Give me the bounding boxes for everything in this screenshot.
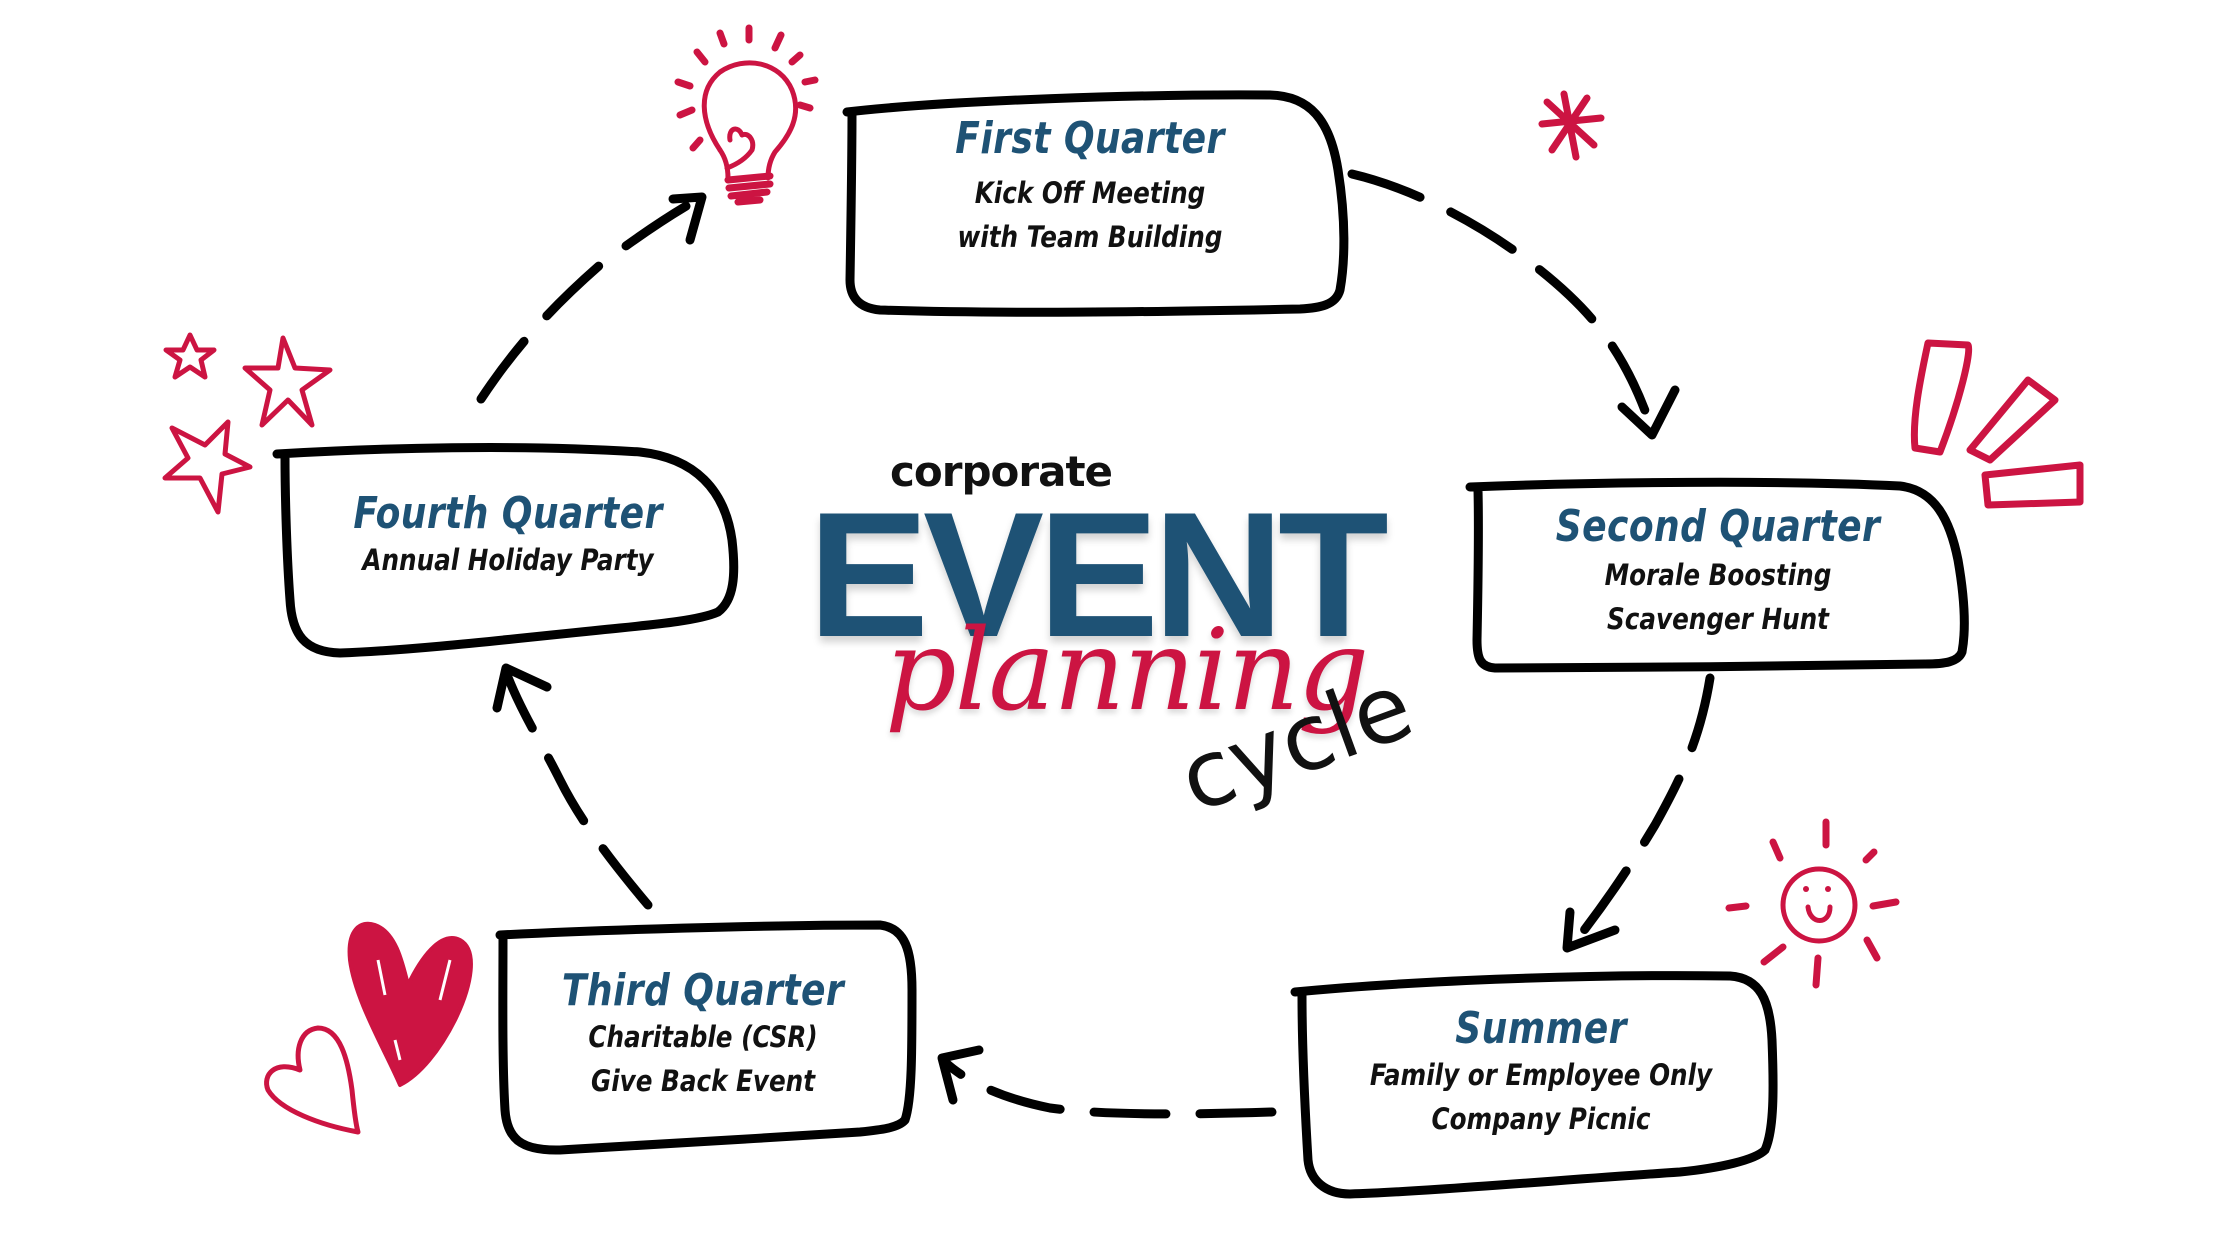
lightbulb-icon: [674, 24, 819, 206]
stage-q1: First Quarter Kick Off Meeting with Team…: [926, 113, 1255, 259]
asterisk-icon: [1538, 90, 1605, 161]
title-event: EVENT: [808, 475, 1389, 674]
title-planning: planning: [885, 606, 1369, 736]
emphasis-marks-icon: [1910, 339, 2084, 509]
arrow-q2-to-summer: [1567, 673, 1715, 951]
arrow-q4-to-q1: [476, 193, 705, 404]
stage-q3-line2: Give Back Event: [590, 1064, 816, 1099]
stage-q2-line2: Scavenger Hunt: [1607, 602, 1829, 637]
stage-q1-title: First Quarter: [955, 113, 1225, 164]
box-q2-outline: [1465, 477, 1969, 673]
arrowhead-summer-to-q3: [937, 1045, 984, 1105]
arrowhead-q2-to-summer: [1562, 907, 1620, 953]
stage-q4-title: Fourth Quarter: [353, 488, 663, 539]
stage-q4: Fourth Quarter Annual Holiday Party: [319, 488, 696, 582]
title-corporate: corporate: [890, 447, 1113, 496]
arrow-q1-to-q2: [1347, 169, 1657, 435]
arrowhead-q1-to-q2: [1617, 385, 1680, 440]
stars-icon: [162, 332, 333, 515]
stage-q1-line2: with Team Building: [957, 220, 1223, 255]
stage-q3: Third Quarter Charitable (CSR) Give Back…: [531, 965, 875, 1103]
stage-summer-line1: Family or Employee Only: [1369, 1058, 1713, 1093]
stage-q3-title: Third Quarter: [561, 965, 845, 1016]
box-q3-outline: [495, 920, 917, 1155]
stage-q3-line1: Charitable (CSR): [588, 1020, 818, 1055]
stage-q1-line1: Kick Off Meeting: [974, 176, 1206, 211]
stage-q2-line1: Morale Boosting: [1604, 558, 1832, 593]
sun-icon: [1725, 818, 1900, 989]
stage-summer-title: Summer: [1455, 1003, 1627, 1054]
heart-icon: [264, 921, 473, 1135]
box-q1-outline: [842, 90, 1349, 317]
box-summer-outline: [1290, 971, 1778, 1199]
box-q4-outline: [272, 443, 739, 658]
arrow-q3-to-q4: [501, 667, 653, 910]
stage-summer: Summer Family or Employee Only Company P…: [1340, 1003, 1743, 1141]
stage-q4-line1: Annual Holiday Party: [362, 543, 654, 578]
stage-q2: Second Quarter Morale Boosting Scavenger…: [1520, 501, 1916, 641]
arrow-summer-to-q3: [940, 1057, 1277, 1119]
stage-q2-title: Second Quarter: [1555, 501, 1881, 552]
stage-summer-line2: Company Picnic: [1431, 1102, 1651, 1137]
arrowhead-q3-to-q4: [492, 663, 552, 713]
arrowhead-q4-to-q1: [668, 192, 707, 245]
